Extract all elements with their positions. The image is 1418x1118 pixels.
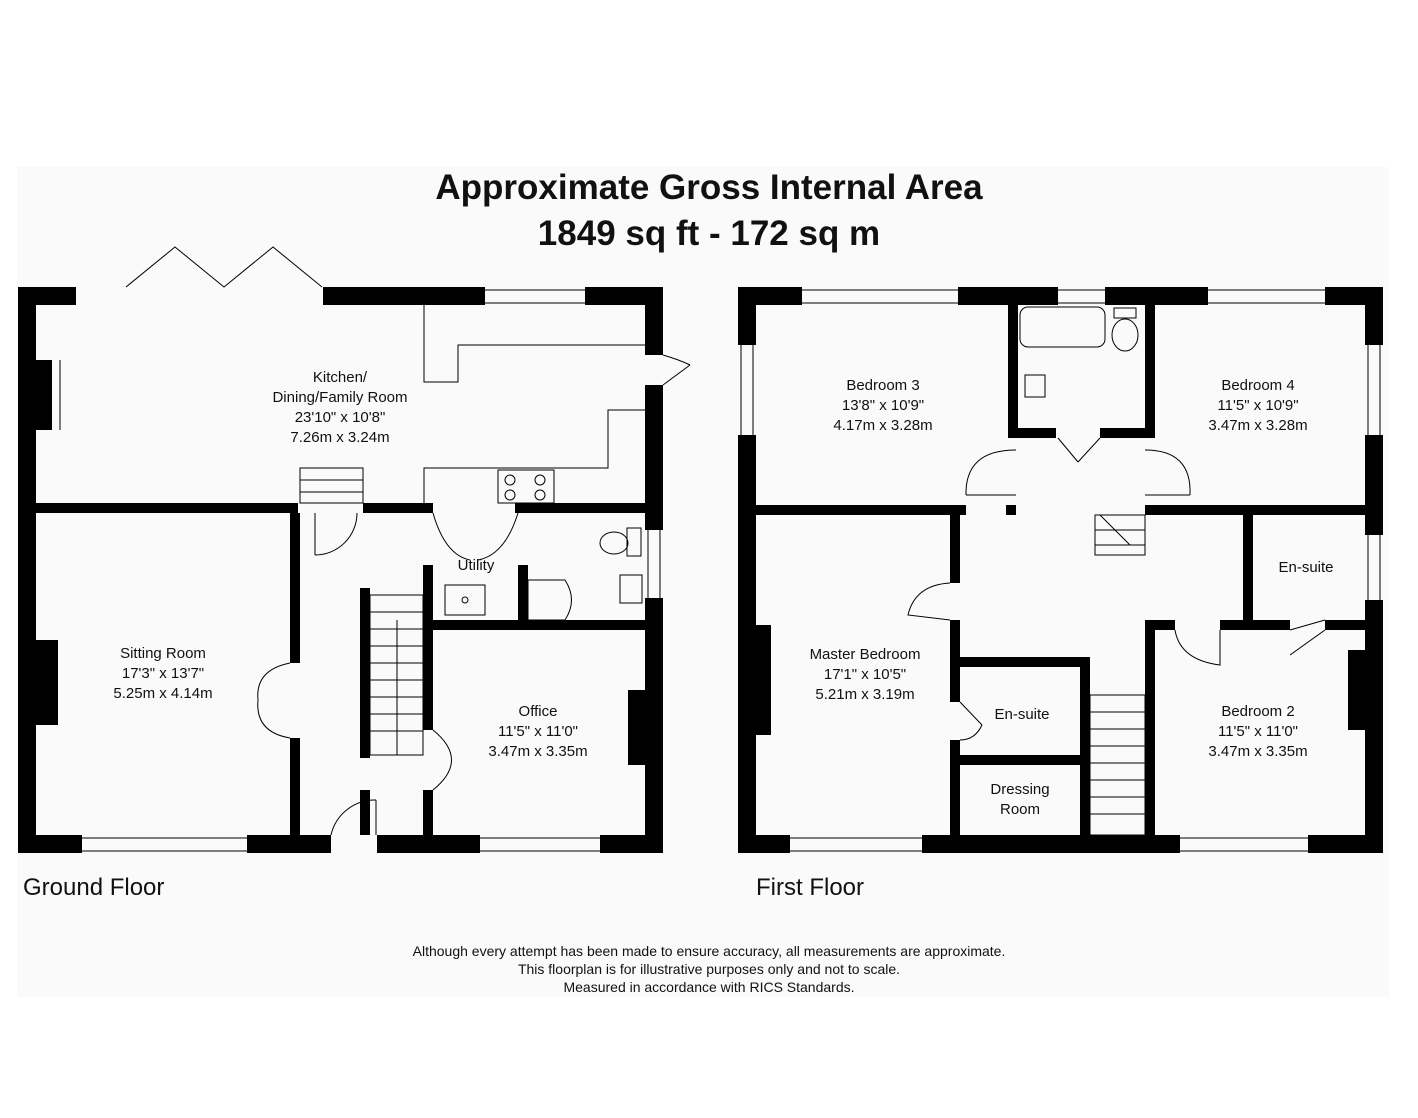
room-bedroom2-metric: 3.47m x 3.35m [1208,743,1308,760]
room-dressing-name2: Room [999,801,1040,818]
room-utility-name: Utility [457,557,495,574]
disclaimer: Although every attempt has been made to … [0,942,1418,996]
room-ensuite-bed2-name: En-suite [1278,559,1334,576]
ground-floor-walls [18,287,663,853]
room-dressing: Dressing Room [990,780,1049,820]
room-bedroom3-metric: 4.17m x 3.28m [833,417,933,434]
room-office: Office 11'5" x 11'0" 3.47m x 3.35m [488,702,587,762]
room-bedroom2: Bedroom 2 11'5" x 11'0" 3.47m x 3.35m [1208,702,1307,762]
disclaimer-line3: Measured in accordance with RICS Standar… [563,979,855,995]
first-floor-details [740,289,1381,852]
room-bedroom2-name: Bedroom 2 [1221,703,1295,720]
room-kitchen-name1: Kitchen/ [312,369,368,386]
room-ensuite-master-name: En-suite [994,706,1050,723]
room-kitchen-imperial: 23'10" x 10'8" [294,409,386,426]
room-kitchen-metric: 7.26m x 3.24m [290,429,390,446]
first-floor-label: First Floor [756,874,864,901]
area-title: Approximate Gross Internal Area [435,168,983,207]
room-master-metric: 5.21m x 3.19m [815,686,915,703]
room-sitting-imperial: 17'3" x 13'7" [121,665,205,682]
room-bedroom2-imperial: 11'5" x 11'0" [1217,723,1299,740]
room-bedroom3-imperial: 13'8" x 10'9" [841,397,925,414]
room-office-name: Office [518,703,558,720]
room-master-imperial: 17'1" x 10'5" [823,666,907,683]
room-kitchen-name2: Dining/Family Room [272,389,408,406]
room-bedroom3: Bedroom 3 13'8" x 10'9" 4.17m x 3.28m [833,376,932,436]
room-office-imperial: 11'5" x 11'0" [497,723,579,740]
room-utility: Utility [458,556,495,576]
room-bedroom4-imperial: 11'5" x 10'9" [1217,397,1299,414]
room-master-name: Master Bedroom [809,646,921,663]
room-bedroom3-name: Bedroom 3 [846,377,920,394]
disclaimer-line2: This floorplan is for illustrative purpo… [517,961,901,977]
room-bedroom4-name: Bedroom 4 [1221,377,1295,394]
room-ensuite-master: En-suite [994,705,1049,725]
room-ensuite-bed2: En-suite [1278,558,1333,578]
first-floor-walls [738,287,1383,853]
room-office-metric: 3.47m x 3.35m [488,743,588,760]
room-sitting-name: Sitting Room [120,645,206,662]
ground-floor-label: Ground Floor [23,874,165,901]
room-master-bedroom: Master Bedroom 17'1" x 10'5" 5.21m x 3.1… [810,645,921,705]
room-kitchen: Kitchen/ Dining/Family Room 23'10" x 10'… [272,368,407,448]
room-sitting: Sitting Room 17'3" x 13'7" 5.25m x 4.14m [113,644,212,704]
ground-floor-details [39,246,691,852]
room-bedroom4-metric: 3.47m x 3.28m [1208,417,1308,434]
plan-sheet [17,167,1389,997]
disclaimer-line1: Although every attempt has been made to … [412,943,1006,959]
area-subtitle: 1849 sq ft - 172 sq m [537,214,881,253]
room-bedroom4: Bedroom 4 11'5" x 10'9" 3.47m x 3.28m [1208,376,1307,436]
room-sitting-metric: 5.25m x 4.14m [113,685,213,702]
room-dressing-name1: Dressing [990,781,1050,798]
